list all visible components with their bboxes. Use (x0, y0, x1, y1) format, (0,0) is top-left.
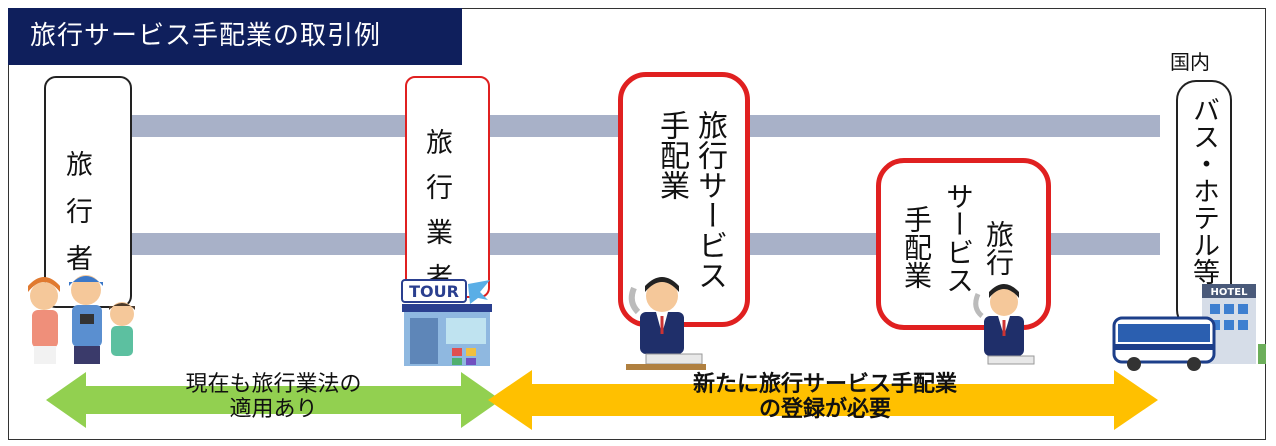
current-law-arrow (46, 372, 501, 428)
diagram-title: 旅行サービス手配業の取引例 (8, 8, 462, 65)
registration-text: 新たに旅行サービス手配業 の登録が必要 (600, 372, 1050, 423)
travel-agency-label: 旅行業者 (421, 128, 452, 308)
registration-required-arrow (488, 370, 1158, 430)
current-law-text: 現在も旅行業法の 適用あり (96, 372, 451, 423)
traveler-box (44, 76, 132, 308)
bus-hotel-icon: HOTEL (1112, 284, 1266, 371)
handler2-col1: 旅行 (982, 220, 1015, 276)
tour-sign-text: TOUR (409, 282, 459, 301)
registration-arrow-shape (488, 370, 1158, 430)
operator-icon-1 (626, 277, 706, 370)
current-law-arrow-shape (46, 372, 501, 428)
handler-box-2 (876, 158, 1051, 330)
registration-line2: の登録が必要 (758, 397, 891, 423)
travel-agency-box (405, 76, 490, 298)
current-law-line1: 現在も旅行業法の (185, 372, 362, 397)
travelers-illustration-icon (28, 275, 135, 364)
current-law-line2: 適用あり (229, 397, 318, 423)
handler2-col2: サービス (942, 182, 975, 294)
supplier-label: バス・ホテル等 (1188, 96, 1219, 285)
registration-line1: 新たに旅行サービス手配業 (692, 372, 957, 397)
traveler-label: 旅行者 (61, 150, 92, 291)
domestic-label: 国内 (1170, 50, 1210, 74)
handler2-col3: 手配業 (900, 205, 933, 289)
travel-shop-icon: TOUR (401, 279, 492, 366)
hotel-sign-text: HOTEL (1211, 287, 1249, 298)
operator-icon-2 (973, 284, 1035, 365)
diagram-frame (8, 8, 1266, 440)
handler-label-1: 旅行サービス手配業 (654, 110, 727, 290)
